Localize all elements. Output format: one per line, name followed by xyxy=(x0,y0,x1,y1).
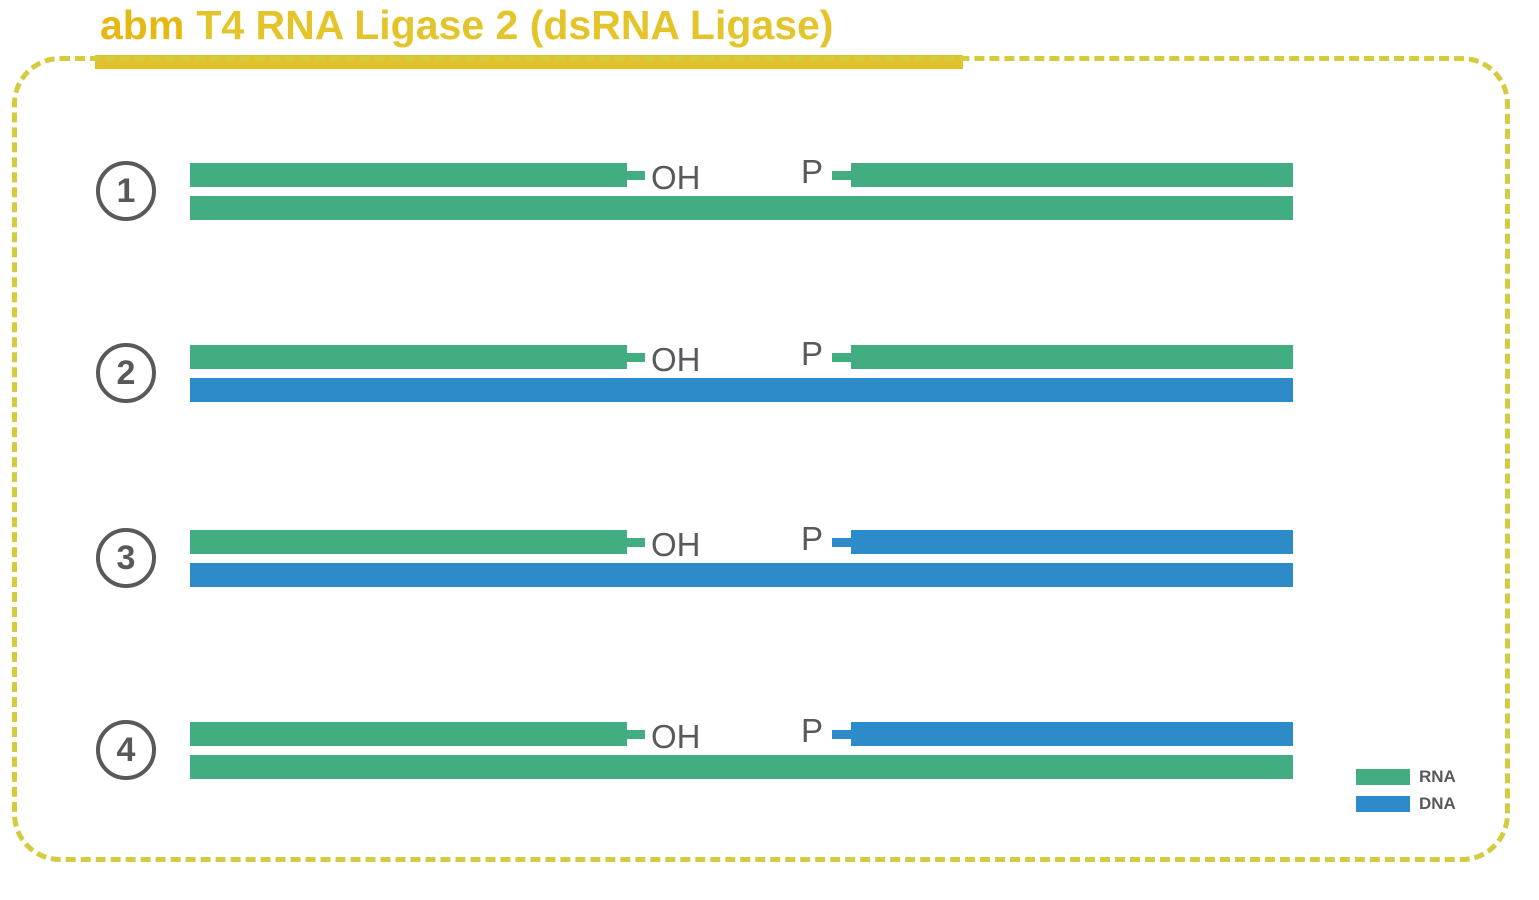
top-right-strand xyxy=(851,530,1293,554)
ligation-scenario-row: 4 OH P xyxy=(0,712,1539,790)
top-right-strand xyxy=(851,345,1293,369)
step-number-badge: 4 xyxy=(96,720,156,780)
title-text: T4 RNA Ligase 2 (dsRNA Ligase) xyxy=(196,2,834,48)
legend-label: RNA xyxy=(1419,767,1456,786)
step-number: 3 xyxy=(116,538,136,577)
step-number-badge: 1 xyxy=(96,161,156,221)
bottom-strand xyxy=(190,196,1293,220)
top-left-strand xyxy=(190,163,627,187)
top-left-strand-end-nub xyxy=(626,353,645,362)
bottom-strand xyxy=(190,378,1293,402)
top-left-strand xyxy=(190,722,627,746)
top-left-strand-end-nub xyxy=(626,730,645,739)
legend-item-rna: RNA xyxy=(1356,767,1456,787)
step-number-badge: 3 xyxy=(96,528,156,588)
phosphate-end-label: P xyxy=(801,712,824,749)
top-right-strand xyxy=(851,163,1293,187)
top-left-strand xyxy=(190,345,627,369)
rna-color-swatch xyxy=(1356,769,1410,785)
legend-label: DNA xyxy=(1419,794,1456,813)
top-right-strand-end-nub xyxy=(832,538,851,547)
legend: RNA DNA xyxy=(1356,767,1456,821)
oh-end-label: OH xyxy=(651,718,701,755)
top-left-strand-end-nub xyxy=(626,171,645,180)
top-right-strand-end-nub xyxy=(832,353,851,362)
brand-logo-text: abm xyxy=(100,2,185,48)
phosphate-end-label: P xyxy=(801,335,824,372)
ligation-scenario-row: 2 OH P xyxy=(0,335,1539,413)
oh-end-label: OH xyxy=(651,526,701,563)
step-number-badge: 2 xyxy=(96,343,156,403)
oh-end-label: OH xyxy=(651,159,701,196)
phosphate-end-label: P xyxy=(801,153,824,190)
top-left-strand-end-nub xyxy=(626,538,645,547)
top-left-strand xyxy=(190,530,627,554)
bottom-strand xyxy=(190,755,1293,779)
top-right-strand xyxy=(851,722,1293,746)
dashed-border-frame xyxy=(12,56,1510,862)
ligation-scenario-row: 1 OH P xyxy=(0,153,1539,231)
top-right-strand-end-nub xyxy=(832,171,851,180)
dna-color-swatch xyxy=(1356,796,1410,812)
step-number: 2 xyxy=(116,353,136,392)
phosphate-end-label: P xyxy=(801,520,824,557)
step-number: 4 xyxy=(116,730,136,769)
bottom-strand xyxy=(190,563,1293,587)
step-number: 1 xyxy=(116,171,136,210)
legend-item-dna: DNA xyxy=(1356,794,1456,814)
oh-end-label: OH xyxy=(651,341,701,378)
top-right-strand-end-nub xyxy=(832,730,851,739)
ligation-scenario-row: 3 OH P xyxy=(0,520,1539,598)
